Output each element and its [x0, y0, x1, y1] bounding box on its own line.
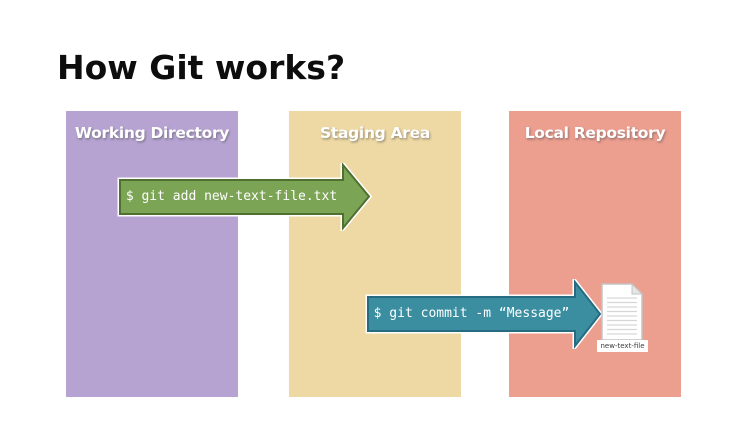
column-working-directory: Working Directory — [66, 111, 238, 397]
git-add-arrow-icon — [117, 163, 373, 231]
file-name-label: new-text-file — [597, 340, 648, 352]
column-local-repository-label: Local Repository — [524, 124, 666, 142]
git-commit-arrow-icon — [365, 279, 604, 349]
git-add-arrow-body — [119, 163, 371, 231]
column-local-repository: Local Repository — [509, 111, 681, 397]
page-title: How Git works? — [57, 48, 346, 87]
column-working-directory-label: Working Directory — [74, 124, 230, 142]
text-document-icon — [601, 283, 643, 341]
column-staging-area: Staging Area — [289, 111, 461, 397]
column-staging-area-label: Staging Area — [320, 124, 430, 142]
git-add-command: $ git add new-text-file.txt — [125, 189, 338, 204]
git-commit-arrow-body — [367, 279, 602, 349]
git-commit-command: $ git commit -m “Message” — [373, 306, 570, 321]
